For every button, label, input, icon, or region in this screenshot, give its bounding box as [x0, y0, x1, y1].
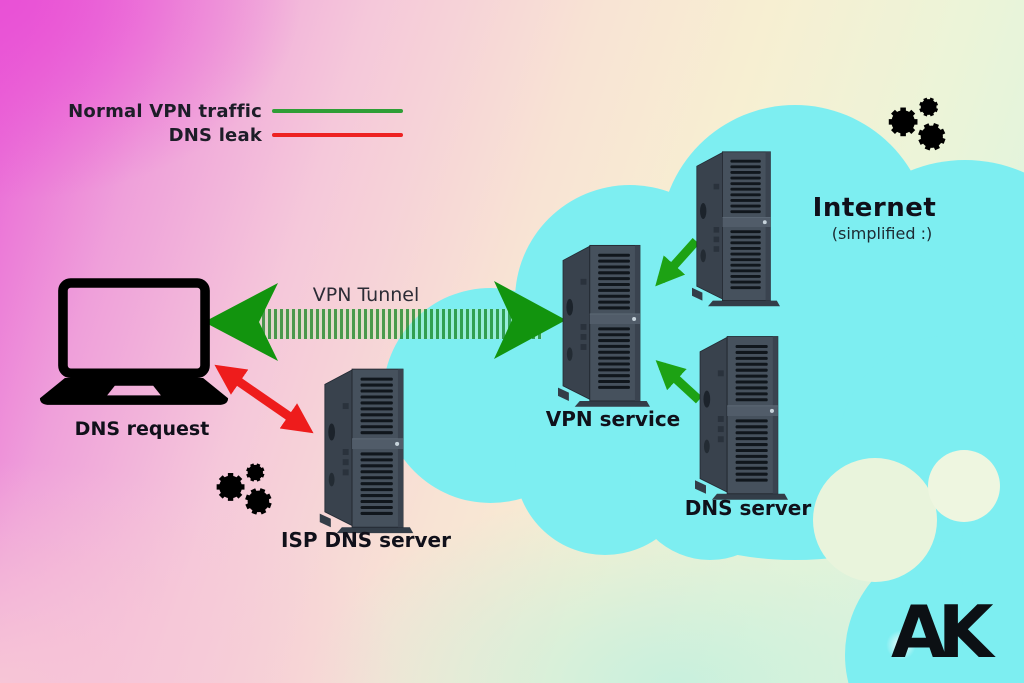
dns-to-vpn-arrow [655, 360, 703, 404]
tunnel-arrowhead-left-icon [204, 283, 278, 361]
internet-subtitle: (simplified :) [831, 224, 933, 243]
legend-label: DNS leak [168, 124, 262, 146]
vpn-service-server-icon [558, 236, 650, 412]
dns-server-label: DNS server [684, 496, 812, 520]
tunnel-arrowhead-right-icon [494, 281, 566, 359]
laptop-label: DNS request [74, 418, 210, 440]
legend-label: Normal VPN traffic [68, 100, 262, 122]
ak-logo: AK [891, 590, 993, 674]
gears-icon [212, 460, 278, 518]
cloud-notch [813, 458, 937, 582]
cloud-notch [928, 450, 1000, 522]
internet-server-icon [692, 143, 780, 311]
vpn-tunnel-band [238, 309, 542, 339]
isp-dns-server-label: ISP DNS server [281, 528, 451, 552]
internet-to-vpn-arrow [655, 237, 700, 287]
legend: Normal VPN traffic DNS leak [40, 99, 403, 147]
gears-icon [884, 94, 952, 154]
dns-leak-arrow [214, 364, 314, 434]
vpn-tunnel-label: VPN Tunnel [312, 284, 420, 306]
laptop-icon [38, 278, 230, 408]
dns-server-icon [695, 331, 788, 501]
legend-item-dns-leak: DNS leak [40, 123, 403, 147]
vpn-service-label: VPN service [545, 407, 681, 431]
internet-title: Internet [812, 193, 937, 223]
legend-item-normal-vpn: Normal VPN traffic [40, 99, 403, 123]
isp-dns-server-icon [318, 364, 415, 534]
logo-glow [886, 630, 916, 660]
legend-line-red [272, 133, 403, 137]
legend-line-green [272, 109, 403, 113]
